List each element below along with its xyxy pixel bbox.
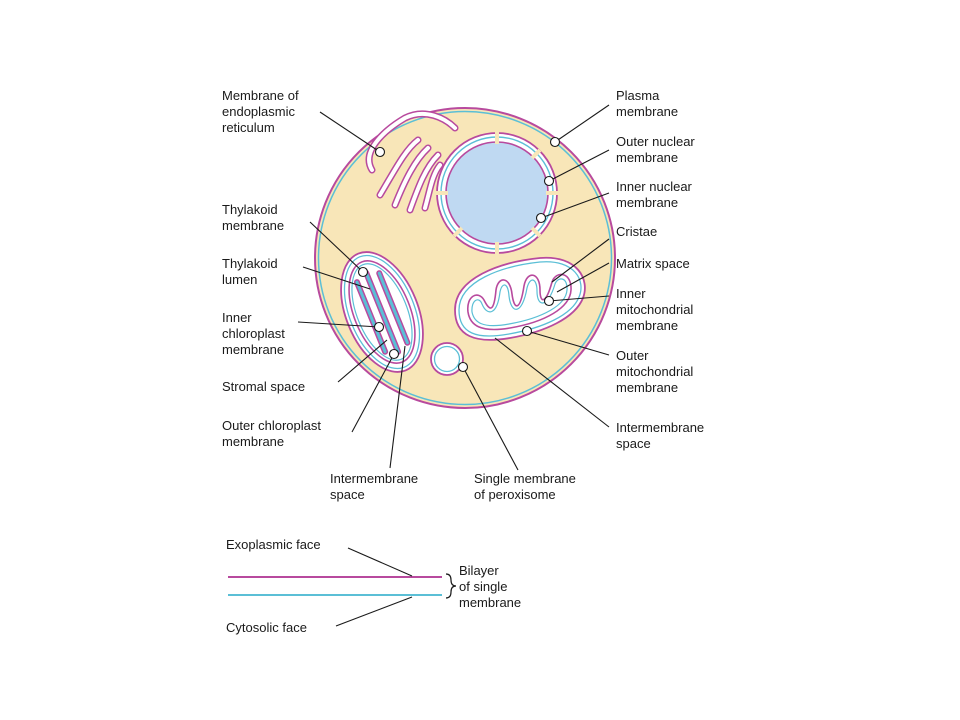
chloroplast — [340, 251, 424, 373]
bilayer-brace — [445, 573, 457, 599]
leader-outer-chloroplast — [351, 353, 395, 433]
mitochondrion-outer-membrane-inner-line — [458, 261, 582, 337]
marker-outer-chloroplast — [388, 348, 400, 360]
label-inner-chloroplast-membrane: Inner chloroplast membrane — [222, 310, 289, 357]
label-intermembrane-space-right: Intermembrane space — [616, 420, 708, 451]
chloroplast-outer-membrane-inner-line — [343, 254, 421, 370]
labels-left: Membrane of endoplasmic reticulum Thylak… — [222, 88, 580, 502]
label-thylakoid-membrane: Thylakoid membrane — [222, 202, 284, 233]
leader-intermembrane-left — [389, 345, 406, 469]
label-bilayer: Bilayer of single membrane — [459, 563, 521, 610]
marker-peroxisome — [457, 361, 469, 373]
peroxisome-membrane-outer — [430, 342, 464, 376]
label-exoplasmic-face: Exoplasmic face — [226, 537, 321, 552]
nuclear-pores — [435, 131, 559, 255]
label-intermembrane-space-left: Intermembrane space — [330, 471, 422, 502]
leader-outer-mito — [526, 330, 610, 356]
label-er-membrane: Membrane of endoplasmic reticulum — [222, 88, 302, 135]
label-cytosolic-face: Cytosolic face — [226, 620, 307, 635]
marker-thylakoid-membrane — [357, 266, 369, 278]
leader-matrix — [556, 262, 610, 293]
mitochondrion-inner-membrane-inner-line — [471, 278, 568, 327]
leader-stromal-space — [337, 339, 388, 383]
marker-outer-mito — [521, 325, 533, 337]
markers — [357, 136, 561, 373]
label-peroxisome-membrane: Single membrane of peroxisome — [474, 471, 580, 502]
leader-er — [319, 111, 381, 153]
label-inner-mitochondrial-membrane: Inner mitochondrial membrane — [616, 286, 697, 333]
chloroplast-inner-membrane-inner-line — [351, 263, 413, 361]
nucleus — [435, 131, 559, 255]
marker-inner-chloroplast — [373, 321, 385, 333]
leader-plasma — [554, 104, 610, 143]
labels-right: Plasma membrane Outer nuclear membrane I… — [616, 88, 708, 451]
leader-cristae — [551, 238, 610, 283]
leader-outer-nuclear — [548, 149, 610, 182]
marker-inner-mito — [543, 295, 555, 307]
leader-peroxisome — [462, 366, 519, 471]
leader-inner-mito — [548, 295, 610, 302]
bilayer-legend: Exoplasmic face Cytosolic face Bilayer o… — [226, 537, 521, 635]
plasma-membrane-outer-line — [314, 107, 616, 409]
label-thylakoid-lumen: Thylakoid lumen — [222, 256, 281, 287]
leader-lines — [297, 104, 610, 471]
label-matrix-space: Matrix space — [616, 256, 690, 271]
leader-intermembrane-right — [494, 337, 610, 428]
label-outer-chloroplast-membrane: Outer chloroplast membrane — [222, 418, 325, 449]
leader-thylakoid-lumen — [302, 266, 371, 290]
leader-thylakoid-membrane — [309, 221, 364, 273]
leader-cytosolic-face — [335, 596, 413, 627]
label-outer-nuclear-membrane: Outer nuclear membrane — [616, 134, 698, 165]
mitochondrion — [454, 257, 586, 341]
plasma-membrane-inner-line — [317, 110, 613, 406]
label-plasma-membrane: Plasma membrane — [616, 88, 678, 119]
leader-exoplasmic-face — [347, 547, 413, 577]
marker-er — [374, 146, 386, 158]
marker-outer-nuclear — [543, 175, 555, 187]
label-inner-nuclear-membrane: Inner nuclear membrane — [616, 179, 696, 210]
leader-inner-chloroplast — [297, 321, 380, 328]
marker-plasma — [549, 136, 561, 148]
thylakoids — [354, 270, 411, 355]
peroxisome-membrane-inner — [433, 345, 461, 373]
label-outer-mitochondrial-membrane: Outer mitochondrial membrane — [616, 348, 697, 395]
marker-inner-nuclear — [535, 212, 547, 224]
leader-inner-nuclear — [540, 192, 610, 219]
endoplasmic-reticulum — [365, 110, 459, 214]
label-stromal-space: Stromal space — [222, 379, 305, 394]
label-cristae: Cristae — [616, 224, 657, 239]
peroxisome — [430, 342, 464, 376]
